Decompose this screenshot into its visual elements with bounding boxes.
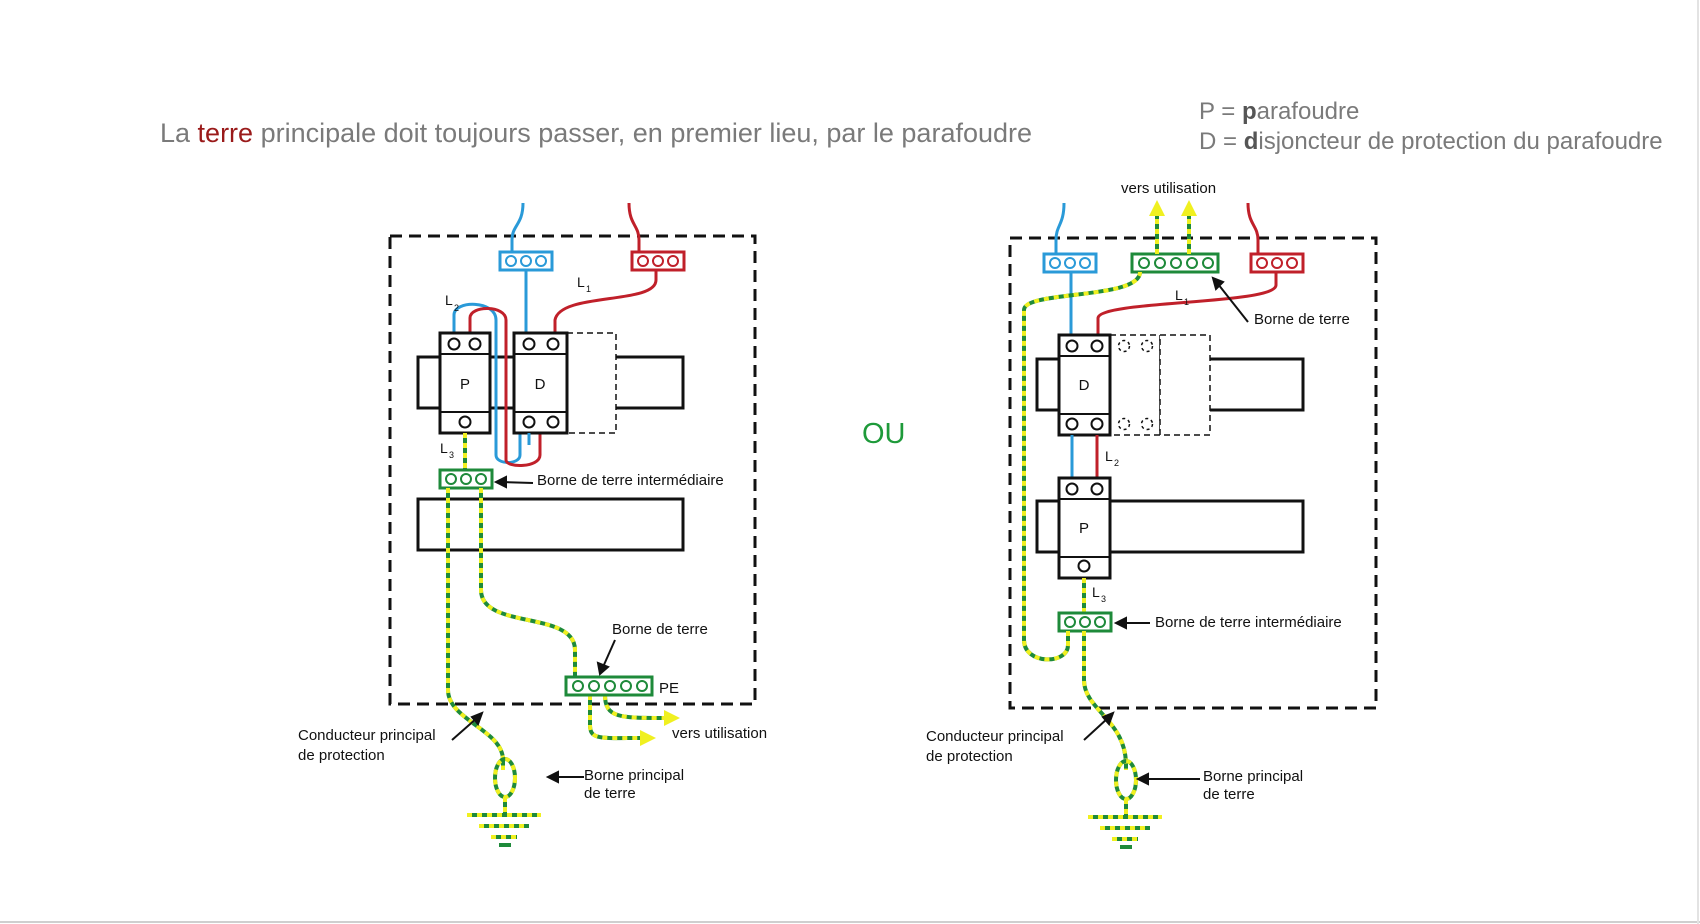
slide-title: La terre principale doit toujours passer… — [160, 118, 1033, 148]
title-highlight: terre — [197, 118, 254, 148]
bottom-divider — [0, 921, 1700, 923]
svg-text:1: 1 — [586, 284, 591, 294]
left-label-borne-intermediaire: Borne de terre intermédiaire — [537, 472, 724, 489]
right-label-conducteur-2: de protection — [926, 748, 1013, 765]
right-label-borne-principal-1: Borne principal — [1203, 768, 1303, 785]
left-din-rail-bottom — [416, 497, 685, 552]
left-label-vers-utilisation: vers utilisation — [672, 725, 767, 742]
svg-text:L: L — [577, 274, 585, 290]
svg-text:2: 2 — [454, 303, 459, 313]
left-label-pe: PE — [659, 680, 679, 697]
right-divider — [1697, 0, 1699, 924]
left-label-borne-principal-2: de terre — [584, 785, 636, 802]
right-label-borne-terre: Borne de terre — [1254, 311, 1350, 328]
left-label-conducteur-1: Conducteur principal — [298, 727, 436, 744]
right-label-conducteur-1: Conducteur principal — [926, 728, 1064, 745]
svg-text:L: L — [1175, 287, 1183, 303]
svg-text:L: L — [1092, 584, 1100, 600]
right-p-label: P — [1079, 520, 1089, 537]
svg-text:L: L — [440, 440, 448, 456]
right-diagram: D P — [926, 180, 1378, 849]
svg-text:3: 3 — [1101, 594, 1106, 604]
svg-text:L: L — [1105, 448, 1113, 464]
left-cabinet — [388, 234, 757, 706]
legend-p: P = parafoudre — [1199, 98, 1360, 125]
svg-text:2: 2 — [1114, 458, 1119, 468]
svg-text:3: 3 — [449, 450, 454, 460]
right-module-d — [1057, 333, 1112, 437]
left-label-borne-principal-1: Borne principal — [584, 767, 684, 784]
right-label-vers-utilisation: vers utilisation — [1121, 180, 1216, 197]
legend-d: D = disjoncteur de protection du parafou… — [1199, 128, 1663, 155]
left-p-label: P — [460, 376, 470, 393]
left-label-borne-terre: Borne de terre — [612, 621, 708, 638]
right-cabinet — [1008, 236, 1378, 710]
left-module-d — [512, 331, 569, 435]
left-label-conducteur-2: de protection — [298, 747, 385, 764]
svg-text:1: 1 — [1184, 297, 1189, 307]
right-d-label: D — [1079, 377, 1090, 394]
left-d-label: D — [535, 376, 546, 393]
right-label-borne-intermediaire: Borne de terre intermédiaire — [1155, 614, 1342, 631]
right-label-borne-principal-2: de terre — [1203, 786, 1255, 803]
separator-ou: OU — [862, 418, 906, 450]
left-diagram: P D — [298, 202, 767, 847]
svg-text:L: L — [445, 292, 453, 308]
legend: P = parafoudre D = disjoncteur de protec… — [1199, 97, 1663, 157]
